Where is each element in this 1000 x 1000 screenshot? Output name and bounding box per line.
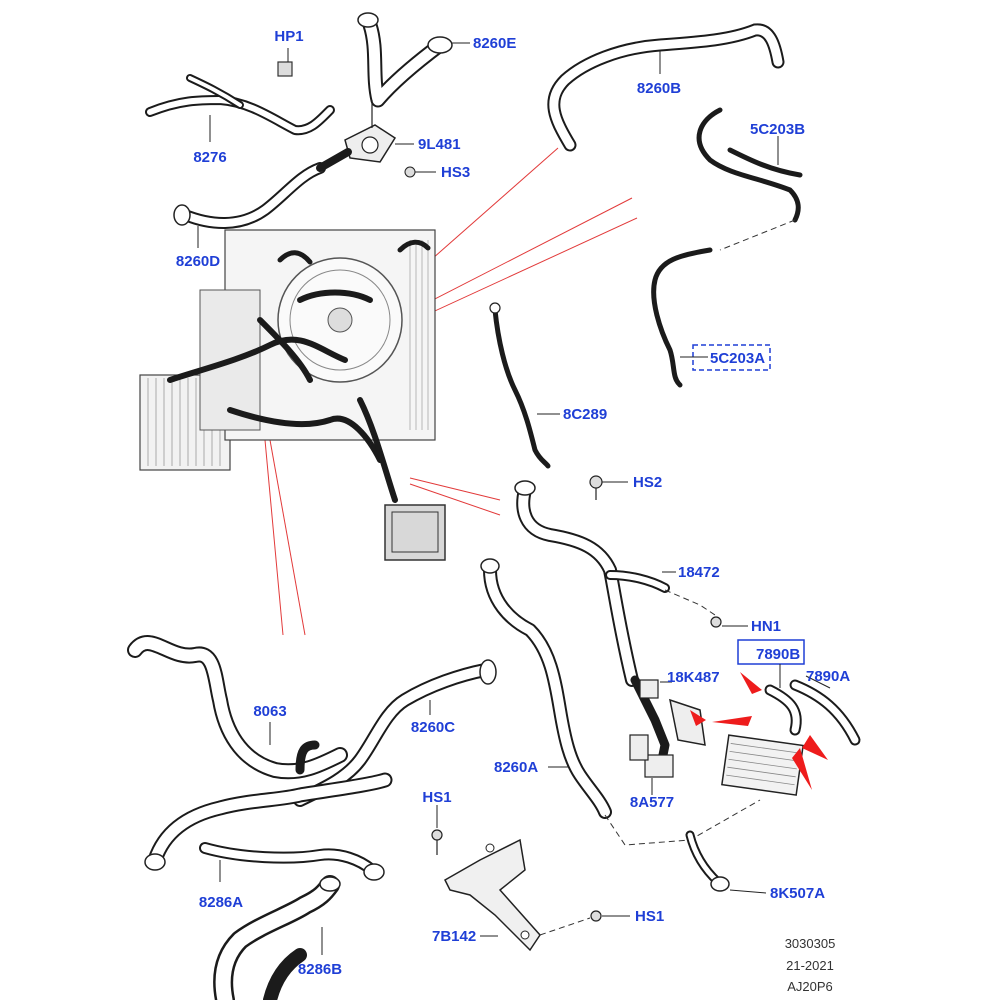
hose-8063: 8063 (127, 635, 348, 780)
label-8k507a: 8K507A (770, 885, 825, 902)
hose-8260d: 8260D (173, 148, 352, 270)
hose-5c203: 5C203B 5C203A (651, 107, 805, 388)
hose-8286a: 8286A (144, 772, 393, 911)
label-18k487: 18K487 (667, 669, 720, 686)
label-hs2: HS2 (633, 474, 662, 491)
part-hp1: HP1 (274, 28, 304, 77)
ref-line-2: 21-2021 (786, 958, 834, 973)
label-7890b: 7890B (756, 646, 800, 663)
label-8c289: 8C289 (563, 406, 607, 423)
reference-code: 3030305 21-2021 AJ20P6 (785, 936, 836, 994)
label-8260e: 8260E (473, 35, 516, 52)
label-hn1: HN1 (751, 618, 781, 635)
ref-line-1: 3030305 (785, 936, 836, 951)
radiator-assembly (139, 229, 446, 561)
label-18472: 18472 (678, 564, 720, 581)
part-18k487-8a577: 18K487 8A577 (629, 669, 720, 811)
oil-cooler-7890: 7890B 7890A (669, 639, 861, 796)
label-hs1-top: HS1 (422, 789, 451, 806)
label-8260d: 8260D (176, 253, 220, 270)
part-9l481: 9L481 HS3 (344, 100, 470, 181)
label-7b142: 7B142 (432, 928, 476, 945)
label-8286a: 8286A (199, 894, 243, 911)
label-hs3: HS3 (441, 164, 470, 181)
label-8063: 8063 (253, 703, 286, 720)
hose-8286b: 8286B (213, 875, 342, 1000)
label-8276: 8276 (193, 149, 226, 166)
label-hs1-bottom: HS1 (635, 908, 664, 925)
label-8260b: 8260B (637, 80, 681, 97)
bracket-7b142: HS1 7B142 HS1 (422, 789, 664, 952)
hose-8260c: 8260C (293, 659, 497, 807)
ref-line-3: AJ20P6 (787, 979, 833, 994)
hose-8260a: 8260A (480, 558, 761, 846)
label-7890a: 7890A (806, 668, 850, 685)
hose-8c289: 8C289 (489, 302, 607, 469)
label-hp1: HP1 (274, 28, 303, 45)
label-8260c: 8260C (411, 719, 455, 736)
red-arrows (690, 672, 828, 790)
label-8260a: 8260A (494, 759, 538, 776)
part-hn1: HN1 (664, 589, 781, 635)
hose-8260e: 8260E (357, 12, 516, 108)
label-5c203b: 5C203B (750, 121, 805, 138)
hose-8276: 8276 (145, 74, 335, 166)
hose-18472: 18472 (514, 480, 720, 687)
label-8286b: 8286B (298, 961, 342, 978)
part-hs2: HS2 (589, 474, 662, 500)
hose-8k507a: 8K507A (685, 830, 825, 902)
hose-8260b: 8260B (547, 23, 785, 152)
label-9l481: 9L481 (418, 136, 461, 153)
label-5c203a: 5C203A (710, 350, 765, 367)
label-8a577: 8A577 (630, 794, 674, 811)
